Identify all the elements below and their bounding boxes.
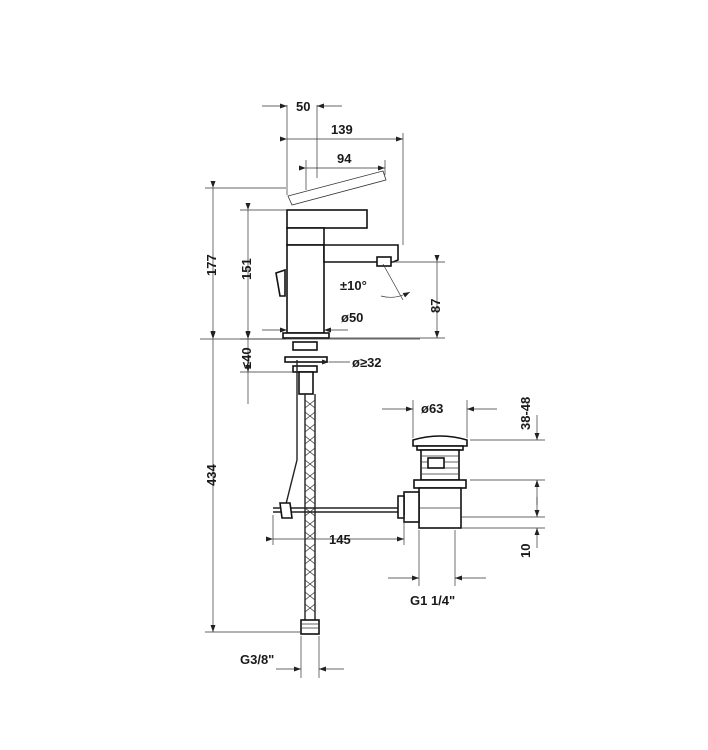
waste-valve [397,435,468,529]
mounting-assembly [200,338,420,395]
dimension-lines [205,103,545,678]
label-spout-clearance: 87 [428,299,443,313]
lever-raised-outline [287,170,387,206]
label-spout-height: 151 [239,258,254,280]
dimension-labels: 50 139 94 177 151 ±10° 87 ø50 ≤40 ø≥32 ø… [204,99,533,667]
label-plug-stroke: 38-48 [518,397,533,430]
label-hose-length: 434 [204,464,219,486]
label-waste-offset: 10 [518,544,533,558]
label-total-reach: 139 [331,122,353,137]
label-spout-reach: 94 [337,151,352,166]
label-swivel: ±10° [340,278,367,293]
label-body-height: 177 [204,254,219,276]
label-max-counter: ≤40 [239,347,254,369]
faucet-body [275,170,399,339]
label-body-diameter: ø50 [341,310,363,325]
aerator [376,256,392,267]
label-hose-thread: G3/8" [240,652,274,667]
popup-knob [275,268,286,297]
label-rod-length: 145 [329,532,351,547]
hose-fitting [300,619,320,635]
supply-hose [300,394,320,635]
popup-rod [273,360,405,519]
label-waste-diameter: ø63 [421,401,443,416]
label-top-offset: 50 [296,99,310,114]
label-waste-thread: G1 1/4" [410,593,455,608]
label-hole-diameter: ø≥32 [352,355,382,370]
